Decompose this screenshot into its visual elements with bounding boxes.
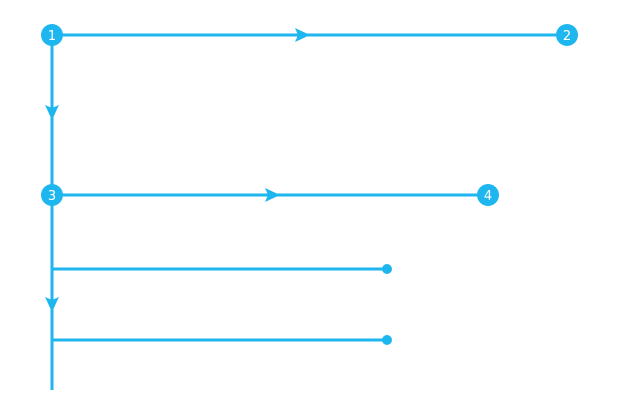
node-4: 4 <box>477 184 499 206</box>
endpoint-dot-b <box>382 335 392 345</box>
node-2: 2 <box>556 24 578 46</box>
arrow-right-icon <box>295 28 310 42</box>
arrow-right-icon <box>265 188 280 202</box>
node-3: 3 <box>41 184 63 206</box>
node-1: 1 <box>41 24 63 46</box>
node-label: 4 <box>484 189 492 204</box>
node-label: 3 <box>48 189 56 204</box>
arrow-down-icon <box>45 297 59 312</box>
node-label: 1 <box>48 29 56 44</box>
arrow-down-icon <box>45 105 59 120</box>
node-label: 2 <box>563 29 571 44</box>
endpoint-dot-a <box>382 264 392 274</box>
